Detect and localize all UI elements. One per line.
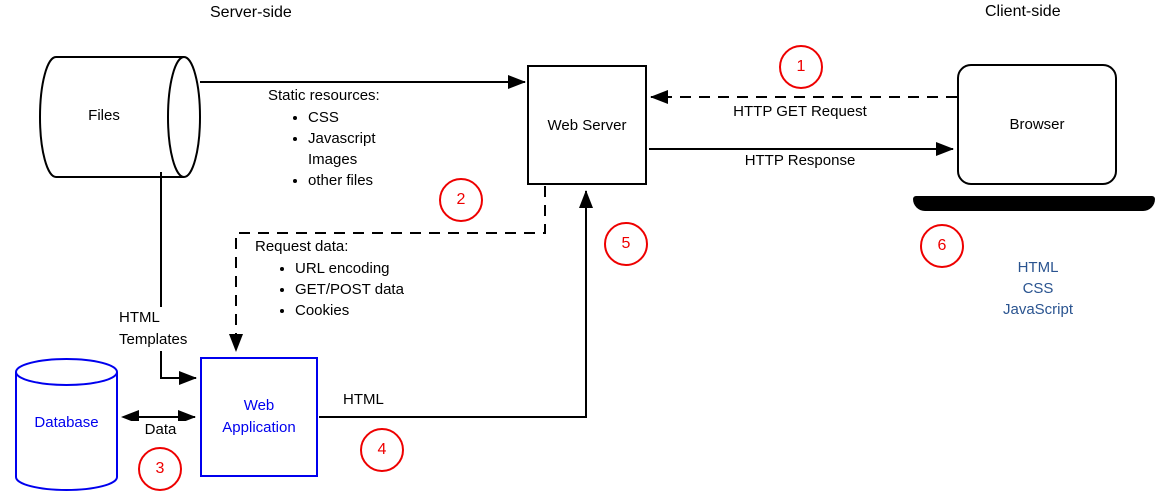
request-data-item: URL encoding bbox=[295, 258, 404, 279]
callout-2: 2 bbox=[439, 178, 483, 222]
static-resources-item: Images bbox=[308, 151, 358, 168]
edge-html bbox=[319, 190, 593, 418]
client-side-label: Client-side bbox=[985, 3, 1061, 20]
callout-2-number: 2 bbox=[456, 191, 466, 208]
html-templates-label: HTML Templates bbox=[117, 307, 190, 351]
callout-5-number: 5 bbox=[621, 235, 631, 252]
static-resources-item: Javascript bbox=[308, 128, 380, 149]
request-data-title: Request data: bbox=[255, 238, 349, 255]
files-node-label: Files bbox=[88, 107, 120, 124]
browser-node: Browser bbox=[957, 64, 1117, 185]
callout-5: 5 bbox=[604, 222, 648, 266]
web-application-label: Web Application bbox=[222, 397, 296, 436]
request-data-item: GET/POST data bbox=[295, 279, 404, 300]
static-resources-item: other files bbox=[308, 170, 380, 191]
static-resources-list: CSS Javascript Images other files bbox=[268, 107, 380, 191]
edge-data-left-arrowhead bbox=[121, 410, 139, 424]
callout-4: 4 bbox=[360, 428, 404, 472]
static-resources-title: Static resources: bbox=[268, 87, 380, 104]
files-cylinder-cap-arc bbox=[167, 56, 185, 178]
static-resources-item: CSS bbox=[308, 107, 380, 128]
data-label: Data bbox=[131, 421, 190, 438]
database-cylinder-shape bbox=[15, 358, 118, 491]
http-response-label: HTTP Response bbox=[744, 152, 856, 169]
web-application-node: Web Application bbox=[200, 357, 318, 477]
callout-1-number: 1 bbox=[796, 58, 806, 75]
callout-3: 3 bbox=[138, 447, 182, 491]
http-get-request-label: HTTP GET Request bbox=[733, 103, 867, 120]
database-node-label: Database bbox=[34, 414, 99, 431]
browser-label: Browser bbox=[1009, 116, 1065, 133]
callout-6-number: 6 bbox=[937, 237, 947, 254]
laptop-base-shape bbox=[913, 196, 1155, 211]
server-side-label: Server-side bbox=[210, 4, 292, 21]
browser-output-label: HTML CSS JavaScript bbox=[1002, 259, 1074, 318]
edge-html-templates bbox=[160, 172, 197, 385]
callout-1: 1 bbox=[779, 45, 823, 89]
request-data-item: Cookies bbox=[295, 300, 404, 321]
web-server-node: Web Server bbox=[527, 65, 647, 185]
callout-6: 6 bbox=[920, 224, 964, 268]
database-cylinder-cap-arc bbox=[15, 371, 118, 386]
request-data-note: Request data: URL encoding GET/POST data… bbox=[255, 238, 404, 321]
callout-4-number: 4 bbox=[377, 441, 387, 458]
request-data-list: URL encoding GET/POST data Cookies bbox=[255, 258, 404, 321]
html-label: HTML bbox=[343, 391, 384, 408]
web-server-label: Web Server bbox=[547, 116, 627, 134]
callout-3-number: 3 bbox=[155, 460, 165, 477]
edge-request-data bbox=[229, 186, 546, 352]
static-resources-note: Static resources: CSS Javascript Images … bbox=[268, 87, 380, 191]
